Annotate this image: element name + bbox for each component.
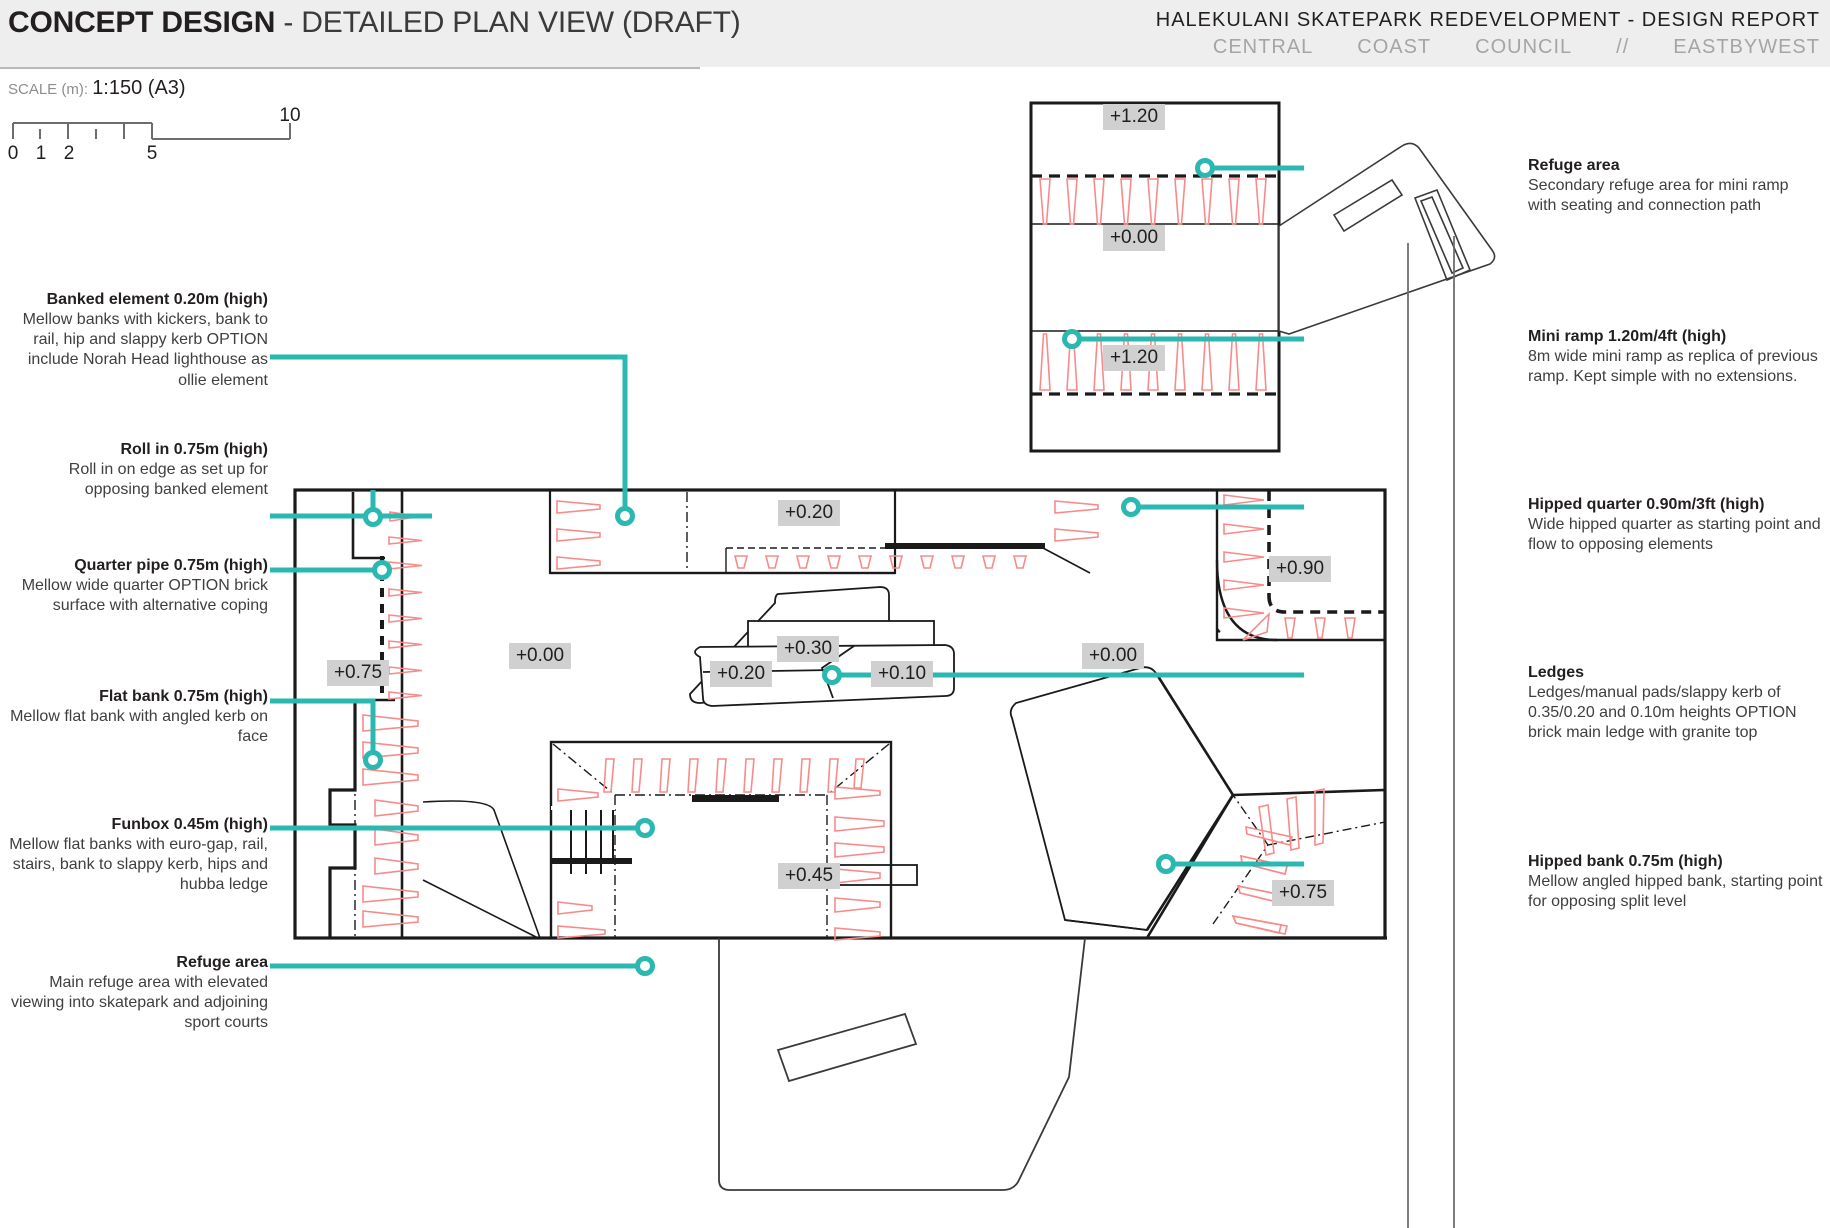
level-tag: +1.20 [1102,345,1166,371]
project-name: HALEKULANI SKATEPARK REDEVELOPMENT - DES… [1155,9,1820,31]
funbox [549,740,918,941]
funbox-kickers [603,758,865,793]
project-region: COAST [1357,36,1432,58]
annotation-body: Secondary refuge area for mini ramp with… [1528,177,1789,215]
annotation-flat-bank: Flat bank 0.75m (high) Mellow flat bank … [8,687,268,747]
level-tag: +0.30 [776,636,840,662]
level-tag: +0.10 [870,661,934,687]
node-roll-in [363,507,383,527]
hipped-quarter-transition [1223,494,1271,641]
node-ledges [822,665,842,685]
secondary-refuge-deck [1278,142,1496,335]
annotation-refuge-main: Refuge area Main refuge area with elevat… [8,953,268,1034]
annotation-body: Mellow flat banks with euro-gap, rail, s… [9,836,268,894]
mini-ramp-transition-upper [1039,178,1267,225]
node-refuge-main [635,956,655,976]
leader-nodes [363,158,1215,976]
node-funbox [635,818,655,838]
annotation-title: Flat bank 0.75m (high) [99,688,268,705]
main-refuge-area [718,937,1086,1191]
level-tag: +0.75 [326,660,390,686]
header-rule [0,67,700,69]
annotation-funbox: Funbox 0.45m (high) Mellow flat banks wi… [8,815,268,896]
header-bar [0,0,1830,67]
annotation-title: Quarter pipe 0.75m (high) [74,557,268,574]
annotation-mini-ramp: Mini ramp 1.20m/4ft (high) 8m wide mini … [1528,327,1823,387]
project-client: CENTRAL [1212,36,1314,58]
page-title: CONCEPT DESIGN - DETAILED PLAN VIEW (DRA… [8,6,741,40]
annotation-title: Refuge area [176,954,268,971]
leader-banked-element [270,354,628,516]
scale-value: 1:150 (A3) [92,77,186,99]
scale-graphic: 0 1 2 5 10 [8,105,301,161]
node-refuge-secondary [1195,158,1215,178]
annotation-body: Mellow angled hipped bank, starting poin… [1528,873,1823,911]
level-tag: +0.45 [777,863,841,889]
annotation-title: Banked element 0.20m (high) [46,291,268,308]
leader-flat-bank [270,698,376,760]
level-tag: +0.20 [709,661,773,687]
node-mini-ramp [1062,329,1082,349]
annotation-refuge-secondary: Refuge area Secondary refuge area for mi… [1528,156,1818,216]
scale-bar: SCALE (m): 1:150 (A3) 0 1 2 5 10 [8,77,301,161]
flat-bank-transition [362,714,419,928]
annotation-title: Roll in 0.75m (high) [120,441,268,458]
scale-tick-0: 0 [8,143,18,161]
level-tag: +0.00 [1081,643,1145,669]
banked-element-band [548,488,1099,575]
project-authority: COUNCIL [1475,36,1573,58]
annotation-title: Hipped bank 0.75m (high) [1528,853,1723,870]
annotation-title: Funbox 0.45m (high) [111,816,268,833]
project-studio: EASTBYWEST [1673,36,1820,58]
project-separator: // [1616,36,1630,58]
annotation-title: Hipped quarter 0.90m/3ft (high) [1528,496,1765,513]
scale-tick-2: 2 [64,143,75,161]
page-title-bold: CONCEPT DESIGN [8,6,276,39]
node-banked-element [615,506,635,526]
scale-label: SCALE (m): [8,81,89,98]
node-hipped-quarter [1121,497,1141,517]
refuge-seat-benches [1332,178,1472,282]
annotation-body: Wide hipped quarter as starting point an… [1528,516,1821,554]
project-subtitle: CENTRAL COAST COUNCIL // EASTBYWEST [1213,36,1820,59]
annotation-banked-element: Banked element 0.20m (high) Mellow banks… [8,290,268,391]
plan-floor-lines [422,800,541,939]
annotation-roll-in: Roll in 0.75m (high) Roll in on edge as … [8,440,268,500]
annotation-title: Refuge area [1528,157,1620,174]
node-hipped-bank [1156,854,1176,874]
level-tag: +0.90 [1268,556,1332,582]
scale-tick-5: 5 [147,143,158,161]
level-tag: +0.75 [1271,880,1335,906]
annotation-body: Mellow banks with kickers, bank to rail,… [22,311,268,389]
page-title-light: - DETAILED PLAN VIEW (DRAFT) [275,6,741,39]
annotation-ledges: Ledges Ledges/manual pads/slappy kerb of… [1528,663,1823,744]
connection-path-lines [1407,236,1455,1228]
annotation-body: Mellow wide quarter OPTION brick surface… [21,577,268,615]
annotation-hipped-quarter: Hipped quarter 0.90m/3ft (high) Wide hip… [1528,495,1823,555]
level-tag: +1.20 [1102,104,1166,130]
level-tag: +0.00 [508,643,572,669]
annotation-hipped-bank: Hipped bank 0.75m (high) Mellow angled h… [1528,852,1823,912]
annotation-title: Ledges [1528,664,1585,681]
node-quarter-pipe [372,560,392,580]
annotation-body: Ledges/manual pads/slappy kerb of 0.35/0… [1528,684,1797,742]
scale-tick-10: 10 [279,105,300,126]
mini-ramp-plan [1029,101,1281,453]
annotation-quarter-pipe: Quarter pipe 0.75m (high) Mellow wide qu… [8,556,268,616]
annotation-body: Roll in on edge as set up for opposing b… [68,461,268,499]
scale-caption: SCALE (m): 1:150 (A3) [8,77,186,100]
banked-element-kickers [733,555,1028,569]
annotation-body: 8m wide mini ramp as replica of previous… [1528,348,1818,386]
level-tag: +0.20 [777,500,841,526]
level-tag: +0.00 [1102,225,1166,251]
annotation-title: Mini ramp 1.20m/4ft (high) [1528,328,1727,345]
annotation-body: Mellow flat bank with angled kerb on fac… [10,708,268,746]
scale-tick-1: 1 [36,143,47,161]
node-flat-bank [363,750,383,770]
annotation-body: Main refuge area with elevated viewing i… [10,974,268,1032]
